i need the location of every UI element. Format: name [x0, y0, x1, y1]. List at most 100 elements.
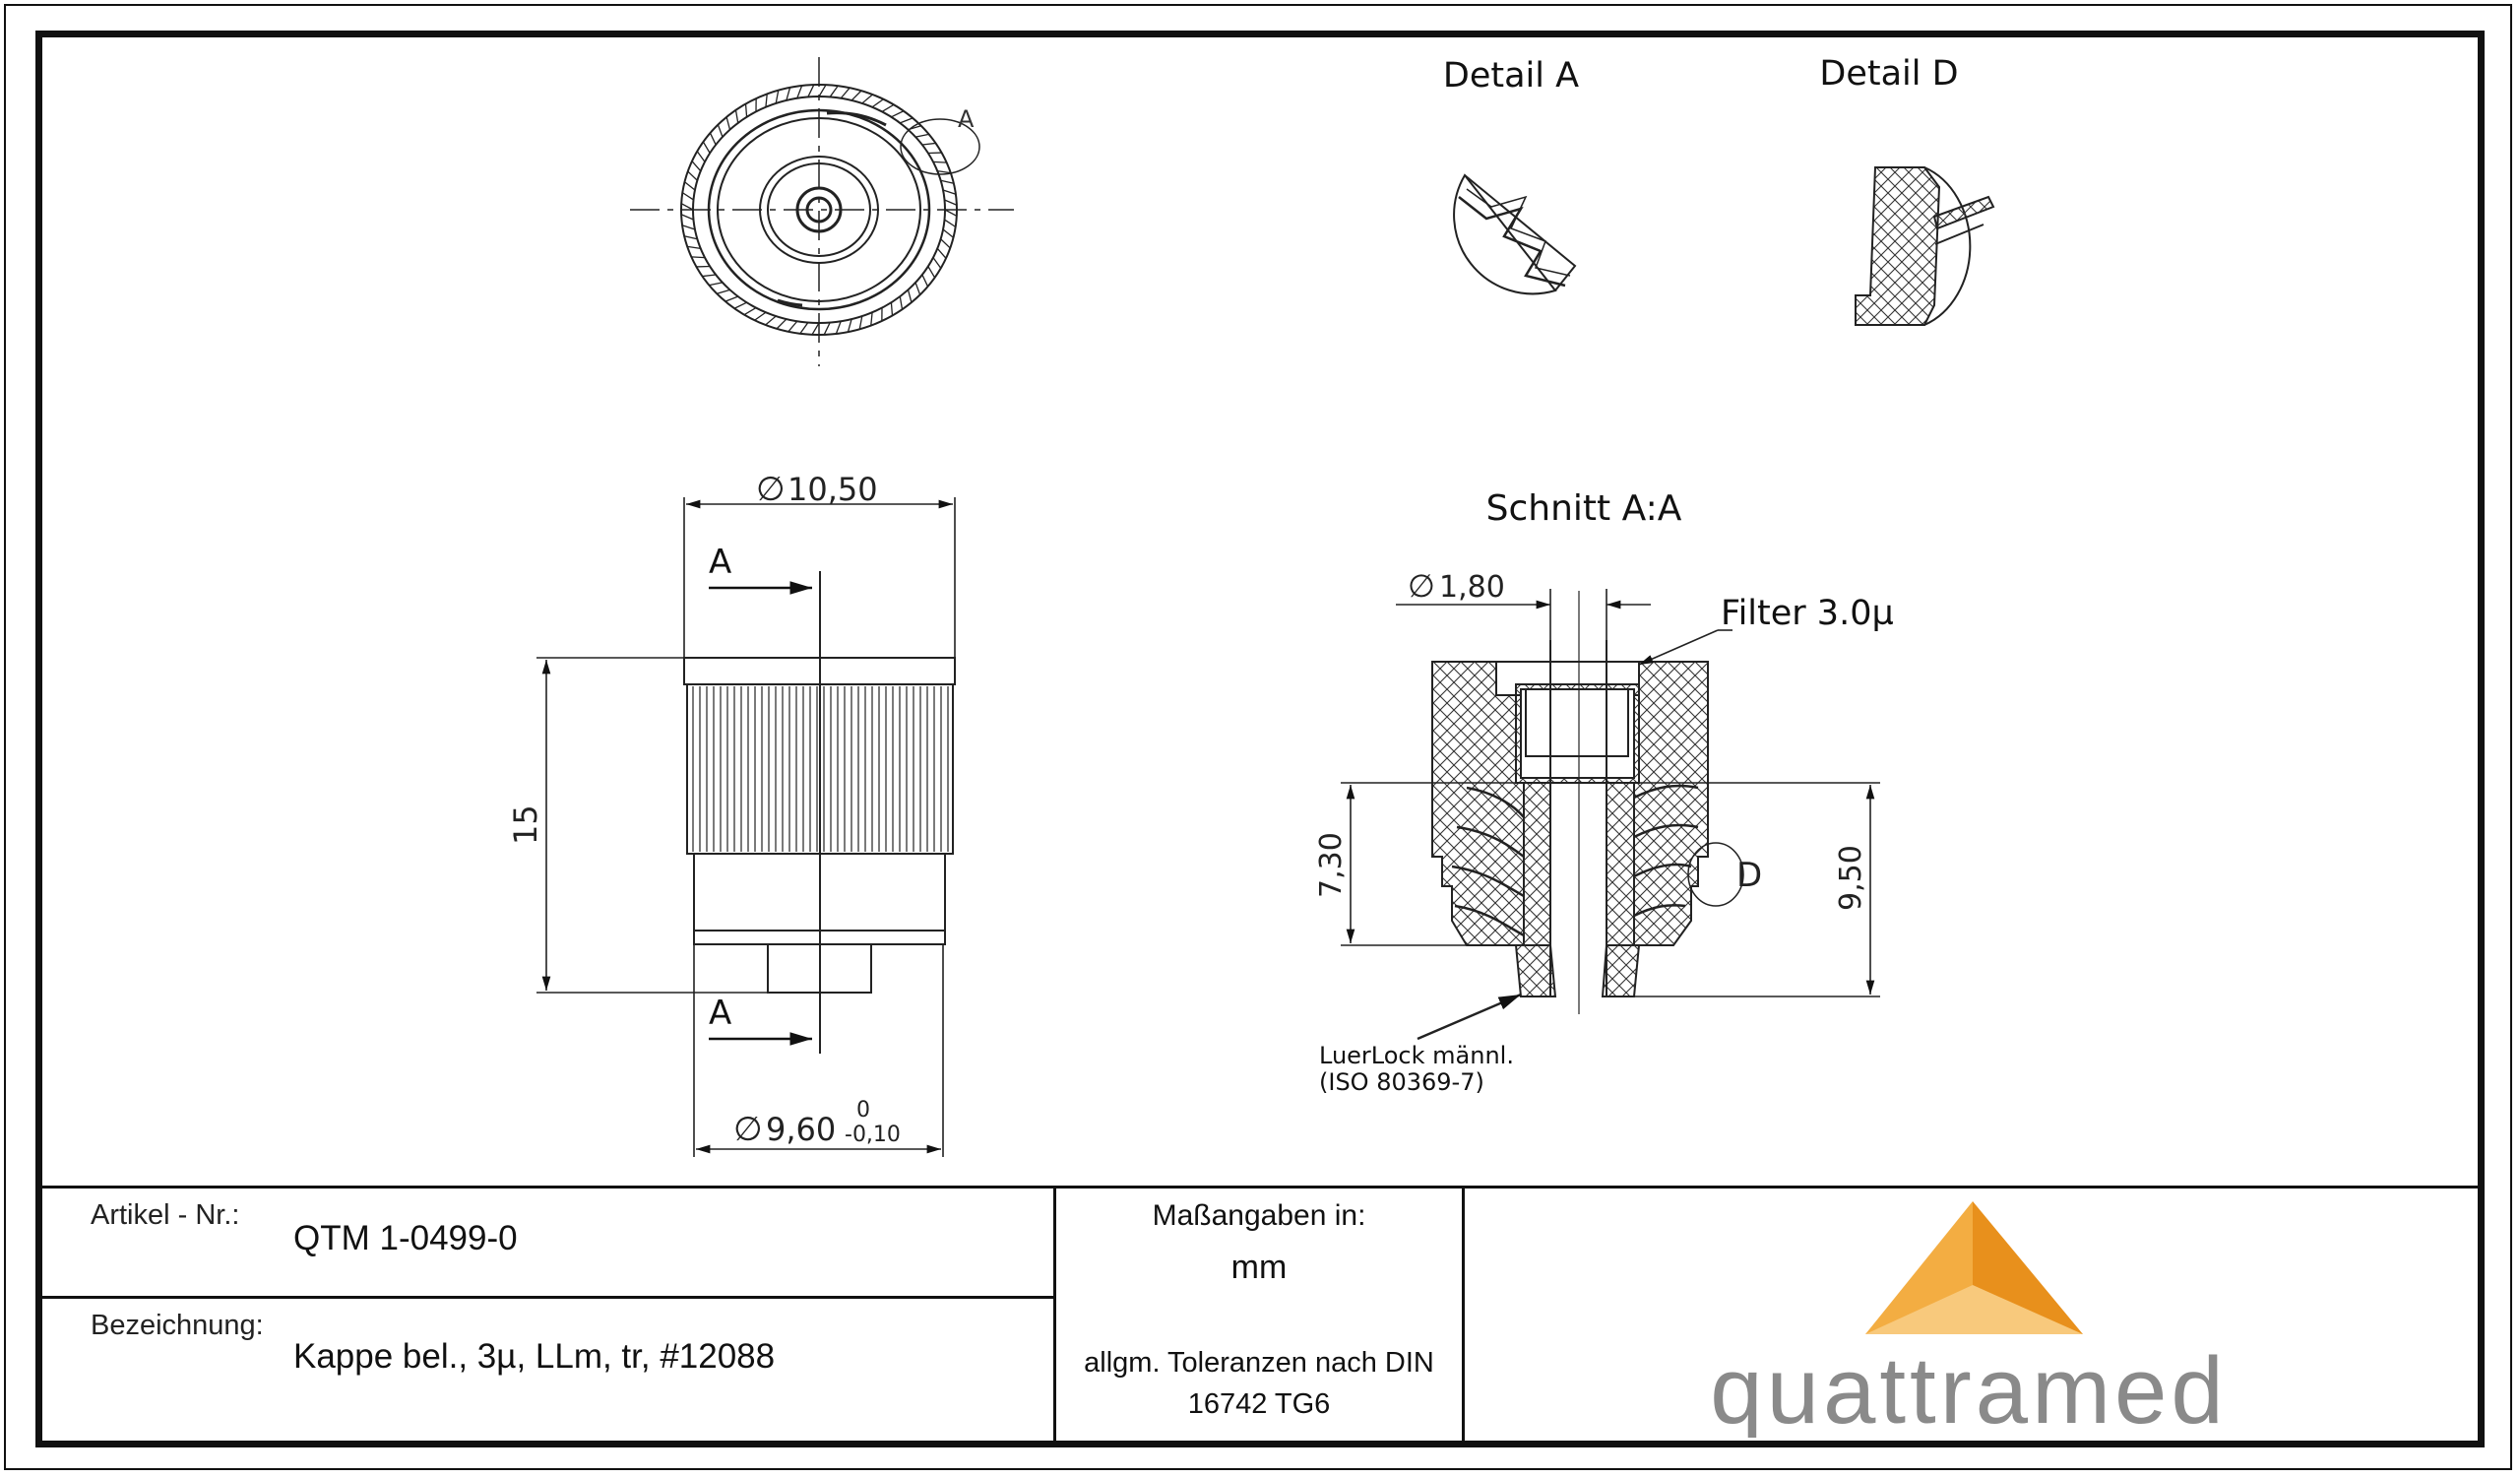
logo-wordmark: quattramed — [1710, 1338, 2228, 1438]
sheet-outer-border — [4, 4, 2512, 1470]
knurl-line — [937, 170, 951, 174]
knurl-line — [932, 161, 947, 163]
knurl-line — [799, 322, 809, 335]
knurl-line — [709, 282, 724, 287]
knurl-line — [944, 219, 957, 227]
detail-d-title: Detail D — [1819, 54, 1958, 94]
knurl-line — [683, 235, 698, 240]
top-view — [630, 57, 1014, 366]
section-cut-markers — [709, 581, 812, 1046]
knurl-line — [942, 189, 957, 195]
front-view-dimension-lines — [536, 497, 956, 1157]
designation-label: Bezeichnung: — [91, 1310, 264, 1341]
detail-d-view — [1855, 166, 1995, 326]
knurl-line — [744, 103, 748, 117]
knurl-line — [724, 295, 738, 302]
knurl-line — [914, 133, 929, 138]
knurl-line — [818, 84, 827, 97]
knurl-line — [765, 94, 768, 107]
knurl-line — [702, 141, 711, 154]
tolerance-line1: allgm. Toleranzen nach DIN — [1084, 1347, 1434, 1379]
knurl-line — [835, 321, 842, 335]
knurl-line — [936, 247, 947, 259]
section-title: Schnitt A:A — [1486, 488, 1682, 529]
section-marker-top: A — [709, 543, 731, 582]
detail-d-marker: D — [1736, 856, 1762, 895]
knurl-line — [942, 228, 954, 238]
knurl-line — [932, 257, 942, 269]
top-view-knurl — [680, 84, 958, 336]
knurl-line — [684, 181, 696, 191]
knurl-line — [899, 295, 904, 310]
knurl-line — [788, 320, 798, 333]
knurl-line — [847, 318, 852, 333]
knurl-line — [921, 274, 929, 288]
top-view-detail-marker: A — [958, 105, 975, 133]
dim-inner-depth: 7,30 — [1314, 832, 1349, 898]
dim-height: 15 — [507, 804, 544, 845]
knurl-line — [734, 109, 739, 124]
section-dimension-lines — [1341, 589, 1880, 1041]
knurl-line — [725, 116, 731, 130]
knurl-line — [823, 322, 831, 336]
dim-bore-diameter: 1,80 — [1439, 570, 1505, 605]
knurl-line — [881, 103, 895, 112]
annotation-filter: Filter 3.0µ — [1721, 594, 1894, 633]
dim-bottom-tol-upper: 0 — [856, 1098, 870, 1123]
logo-pyramid-base — [1865, 1285, 2083, 1334]
knurl-line — [807, 84, 815, 97]
knurl-line — [870, 312, 873, 326]
knurl-line — [743, 307, 757, 316]
knurl-line — [840, 87, 850, 99]
knurl-line — [717, 124, 724, 138]
title-block-divider-1 — [1053, 1186, 1056, 1442]
dim-luer-height: 9,50 — [1834, 845, 1868, 911]
article-value: QTM 1-0499-0 — [293, 1219, 518, 1257]
knurl-line — [858, 315, 863, 330]
knurl-line — [681, 225, 696, 230]
units-label: Maßangaben in: — [1152, 1199, 1366, 1232]
sheet-frame — [35, 31, 2485, 1447]
annotation-luer-line2: (ISO 80369-7) — [1319, 1068, 1484, 1096]
knurl-line — [890, 302, 894, 316]
section-marker-bottom: A — [709, 994, 731, 1033]
knurl-line — [811, 322, 820, 336]
knurl-line — [871, 98, 884, 108]
dim-top-diameter: 10,50 — [788, 471, 878, 508]
knurl-line — [891, 110, 905, 118]
dim-top-diameter-symbol: ∅ — [756, 470, 786, 509]
knurl-line — [687, 245, 701, 249]
section-view — [1431, 591, 1744, 1014]
front-view — [683, 571, 956, 1054]
detail-a-view — [1453, 173, 1577, 295]
detail-a-title: Detail A — [1443, 56, 1579, 96]
knurl-line — [702, 274, 717, 278]
knurl-line — [914, 282, 921, 295]
units-value: mm — [1230, 1249, 1288, 1286]
knurl-line — [921, 142, 936, 146]
knurl-line — [709, 132, 717, 146]
knurl-line — [944, 209, 958, 217]
knurl-line — [733, 301, 747, 309]
knurl-line — [786, 87, 791, 101]
dim-bottom-diameter-symbol: ∅ — [733, 1110, 763, 1149]
knurl-line — [861, 94, 873, 104]
knurl-line — [776, 318, 788, 330]
knurl-line — [775, 90, 780, 104]
knurl-line — [754, 311, 767, 321]
knurl-line — [944, 199, 958, 206]
knurl-line — [940, 238, 951, 249]
title-block-divider-2 — [1462, 1186, 1465, 1442]
annotation-luer-line1: LuerLock männl. — [1319, 1042, 1514, 1069]
title-block-top-line — [39, 1186, 2481, 1189]
front-view-knurl — [692, 686, 949, 852]
knurl-line — [681, 192, 694, 201]
dim-bottom-tol-lower: -0,10 — [845, 1123, 901, 1147]
knurl-line — [927, 266, 936, 279]
dim-bore-diameter-symbol: ∅ — [1408, 567, 1435, 605]
knurl-line — [691, 161, 702, 172]
knurl-line — [796, 85, 803, 98]
article-label: Artikel - Nr.: — [91, 1199, 240, 1231]
knurl-line — [765, 315, 777, 326]
